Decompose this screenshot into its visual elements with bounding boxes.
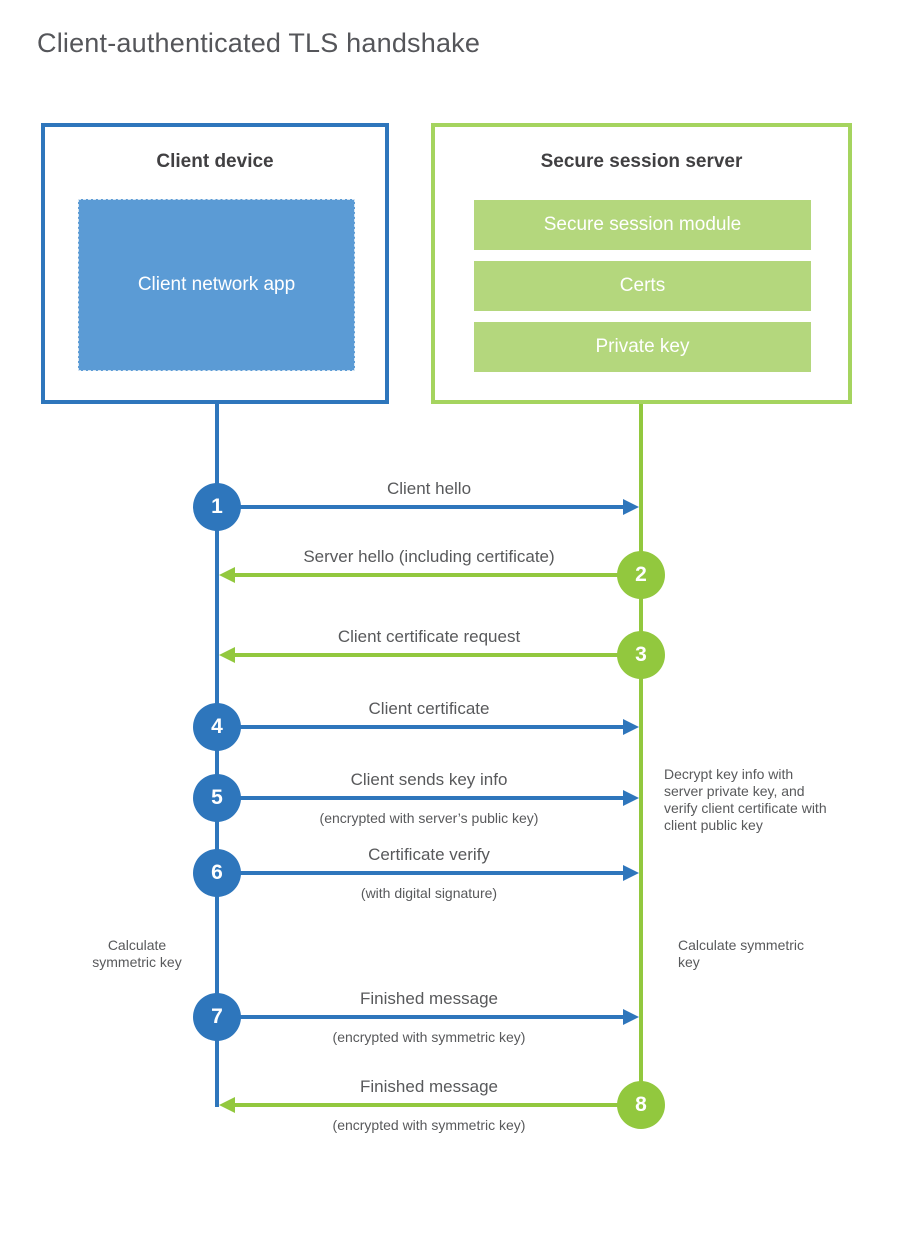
step-8-sublabel: (encrypted with symmetric key) [332, 1117, 526, 1133]
step-6-arrowhead-icon [623, 865, 639, 881]
step-8-label: Finished message [360, 1077, 498, 1096]
secure-session-server-box: Secure session server Secure session mod… [431, 123, 852, 404]
server-module-secure-session: Secure session module [474, 200, 811, 250]
calc-symmetric-key-note-client: Calculate symmetric key [92, 937, 182, 970]
step-4-arrow [217, 725, 623, 729]
step-7-sublabel: (encrypted with symmetric key) [332, 1029, 526, 1045]
step-4-arrowhead-icon [623, 719, 639, 735]
server-module-certs: Certs [474, 261, 811, 311]
step-1-arrow [217, 505, 623, 509]
step-4-label: Client certificate [368, 699, 490, 718]
step-6-sublabel: (with digital signature) [360, 885, 498, 901]
step-6-label: Certificate verify [368, 845, 490, 864]
client-device-box: Client device Client network app [41, 123, 389, 404]
step-8-arrow [235, 1103, 641, 1107]
step-2-label: Server hello (including certificate) [303, 547, 555, 566]
step-7-label: Finished message [360, 989, 498, 1008]
step-7-marker: 7 [193, 993, 241, 1041]
secure-session-server-title: Secure session server [540, 151, 743, 172]
server-lifeline [639, 404, 643, 1105]
decrypt-key-info-note: Decrypt key info with server private key… [664, 766, 827, 833]
step-3-arrowhead-icon [219, 647, 235, 663]
step-2-arrowhead-icon [219, 567, 235, 583]
step-3-marker: 3 [617, 631, 665, 679]
calc-symmetric-key-note-server: Calculate symmetric key [678, 937, 805, 970]
step-1-label: Client hello [386, 479, 472, 498]
step-1-arrowhead-icon [623, 499, 639, 515]
step-8-arrowhead-icon [219, 1097, 235, 1113]
step-4-marker: 4 [193, 703, 241, 751]
step-6-arrow [217, 871, 623, 875]
step-5-arrowhead-icon [623, 790, 639, 806]
step-7-arrowhead-icon [623, 1009, 639, 1025]
client-device-title: Client device [156, 151, 274, 172]
step-5-sublabel: (encrypted with server’s public key) [319, 810, 539, 826]
step-2-marker: 2 [617, 551, 665, 599]
step-5-arrow [217, 796, 623, 800]
page-title: Client-authenticated TLS handshake [37, 28, 481, 58]
client-network-app-label: Client network app [137, 274, 296, 296]
step-2-arrow [235, 573, 641, 577]
step-3-arrow [235, 653, 641, 657]
step-3-label: Client certificate request [337, 627, 521, 646]
step-5-label: Client sends key info [350, 770, 508, 789]
step-6-marker: 6 [193, 849, 241, 897]
step-1-marker: 1 [193, 483, 241, 531]
client-lifeline [215, 404, 219, 1107]
server-module-private-key: Private key [474, 322, 811, 372]
client-network-app-box: Client network app [78, 199, 355, 371]
step-7-arrow [217, 1015, 623, 1019]
step-5-marker: 5 [193, 774, 241, 822]
step-8-marker: 8 [617, 1081, 665, 1129]
